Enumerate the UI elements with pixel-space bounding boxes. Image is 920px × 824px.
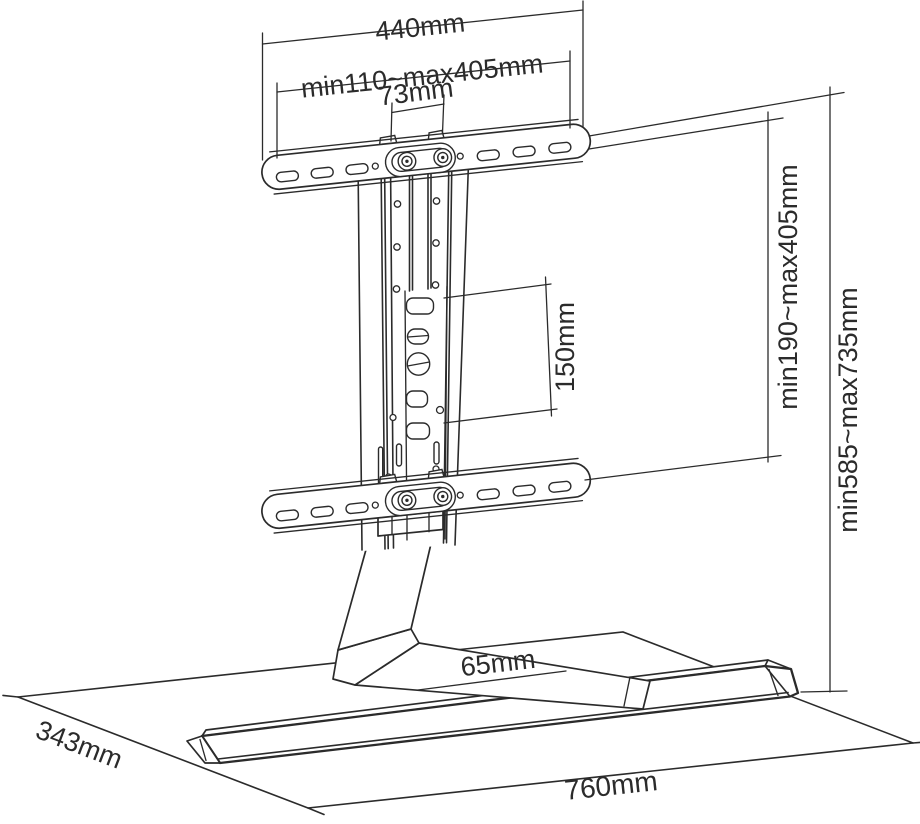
strip-slot-3 [405,422,431,440]
ground-right-front-edge [307,741,920,809]
dim-label-top-width: 440mm [374,7,467,46]
dim-height-range: min585~max735mm [588,86,863,693]
strip-slot-2 [405,390,429,408]
foot-end-inner-line [623,676,631,707]
strip-slot-1 [405,297,435,315]
dim-label-vesa-vertical: 150mm [550,302,580,392]
dim-center-spacing: 73mm [377,73,455,142]
column-rails [357,148,470,551]
base-bottom-chamfer [217,691,789,760]
dim-label-base-depth: 343mm [32,715,127,775]
column-rail-holes [392,197,441,293]
dim-base-length: 760mm [563,765,659,806]
dim-label-base-length: 760mm [563,765,659,806]
dim-foot-width: 65mm [417,644,567,691]
base-cap-inner-line [768,668,779,697]
dim-label-vertical-range: min190~max405mm [773,164,803,409]
support-leg [332,520,651,710]
dim-base-depth: 343mm [32,715,127,775]
dim-vesa-vertical: 150mm [443,276,580,424]
base-cap-top-edge [767,659,792,670]
dim-vertical-range: min190~max405mm [584,111,803,481]
dim-label-height-range: min585~max735mm [833,287,863,532]
base-left-cap-inner [199,738,207,762]
